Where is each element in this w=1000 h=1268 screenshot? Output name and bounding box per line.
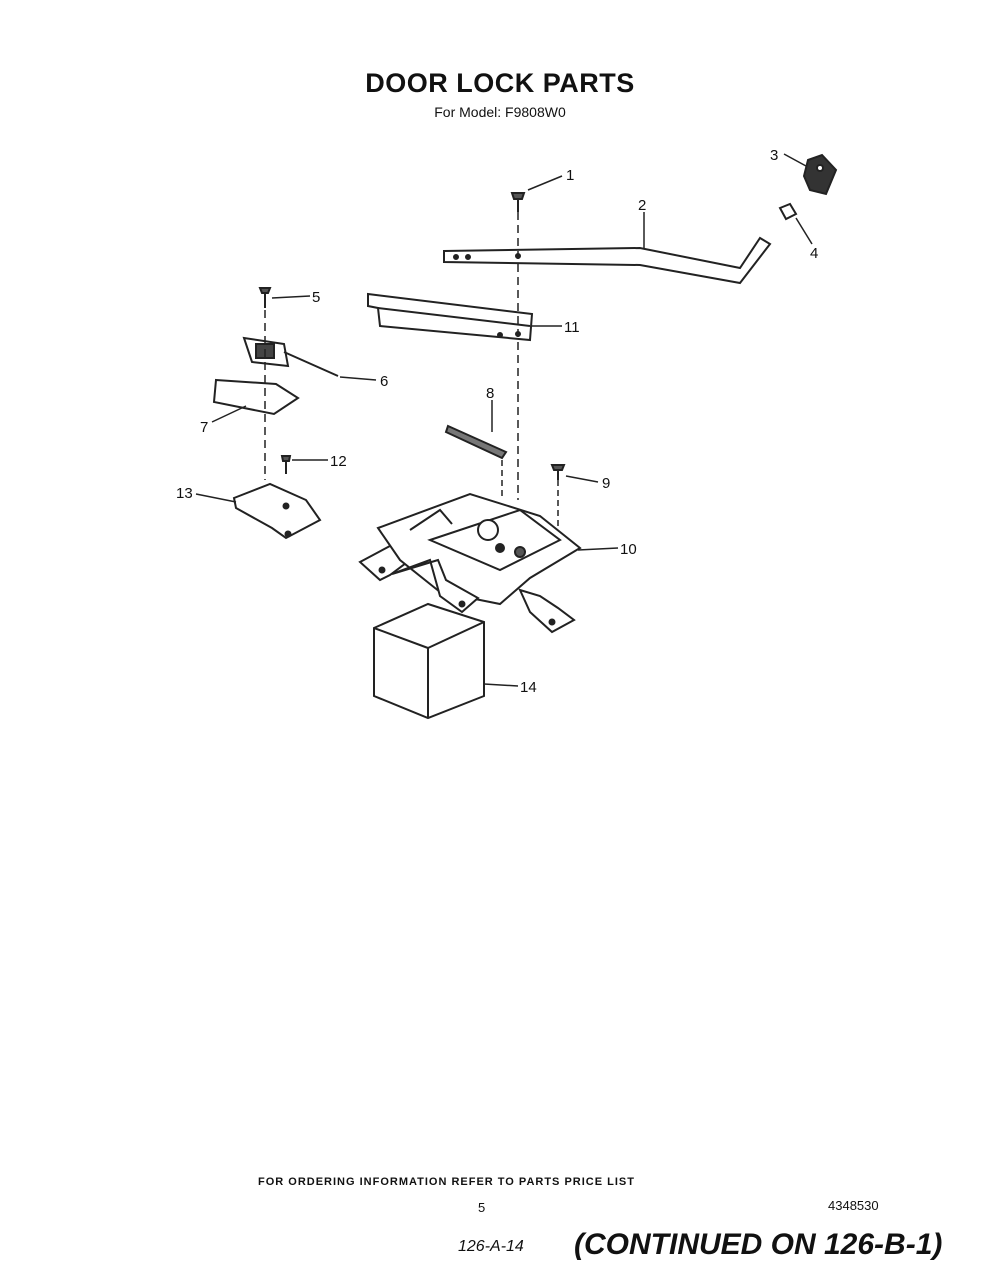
part-11-channel	[367, 292, 534, 342]
part-8-pin	[444, 424, 508, 460]
callout-13: 13	[176, 485, 193, 502]
part-5-screw	[258, 287, 272, 308]
callout-7: 7	[200, 419, 208, 436]
callout-5: 5	[312, 289, 320, 306]
document-number: 4348530	[828, 1198, 879, 1213]
ordering-note: FOR ORDERING INFORMATION REFER TO PARTS …	[258, 1176, 635, 1188]
page-number: 5	[478, 1200, 486, 1215]
part-1-screw	[510, 192, 526, 212]
part-7-insulator	[212, 378, 300, 416]
callout-3: 3	[770, 147, 778, 164]
callout-8: 8	[486, 385, 494, 402]
callout-4: 4	[810, 245, 818, 262]
callout-2: 2	[638, 197, 646, 214]
part-6-switch	[242, 336, 339, 377]
callout-9: 9	[602, 475, 610, 492]
part-12-screw	[280, 455, 292, 474]
model-subtitle: For Model: F9808W0	[434, 104, 566, 120]
part-10-lock-mechanism	[358, 492, 582, 634]
callout-12: 12	[330, 453, 347, 470]
callout-10: 10	[620, 541, 637, 558]
callout-1: 1	[566, 167, 574, 184]
part-13-bracket	[232, 482, 322, 540]
callout-14: 14	[520, 679, 537, 696]
part-4-clip	[778, 202, 798, 221]
callout-6: 6	[380, 373, 388, 390]
continued-note: (CONTINUED ON 126-B-1)	[574, 1228, 943, 1261]
callout-11: 11	[564, 319, 580, 336]
part-3-knob	[802, 153, 838, 196]
part-9-screw	[550, 464, 566, 480]
part-14-box	[373, 602, 485, 720]
part-2-lock-rod	[443, 236, 772, 285]
leader-lines	[195, 153, 813, 687]
page-title: DOOR LOCK PARTS	[365, 68, 635, 98]
handwritten-reference: 126-A-14	[458, 1238, 524, 1255]
